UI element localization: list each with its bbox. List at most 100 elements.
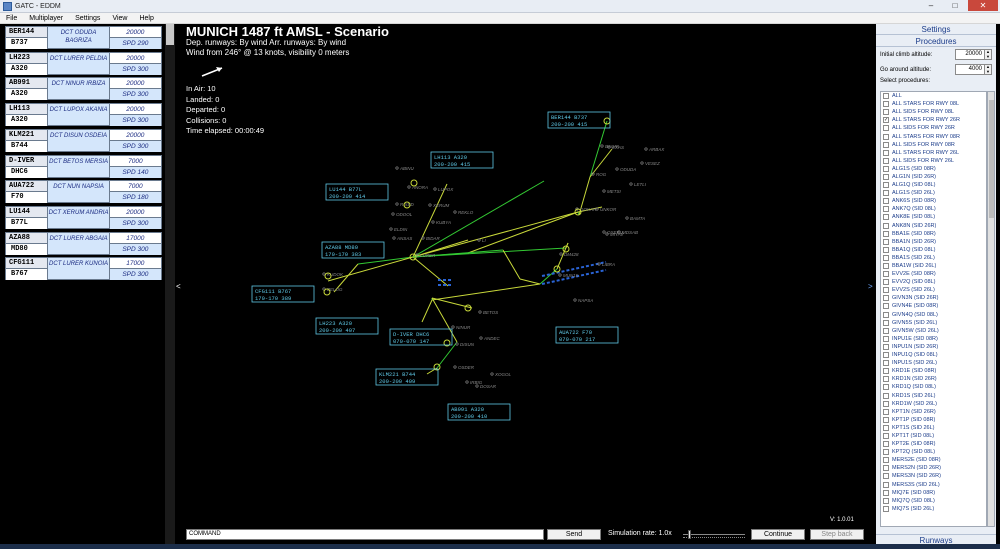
- procedure-checkbox[interactable]: [883, 125, 889, 132]
- menu-help[interactable]: Help: [139, 14, 154, 22]
- procedure-checkbox[interactable]: [883, 222, 889, 229]
- procedure-item[interactable]: ALL SIDS FOR RWY 26R: [881, 124, 986, 132]
- collapse-strips-button[interactable]: <: [176, 282, 181, 291]
- sim-rate-slider[interactable]: [683, 529, 745, 540]
- strip-scrollbar[interactable]: [165, 24, 175, 549]
- menu-settings[interactable]: Settings: [75, 14, 101, 22]
- procedure-item[interactable]: BBA1N (SID 26R): [881, 238, 986, 246]
- procedure-checkbox[interactable]: [883, 295, 889, 302]
- procedure-item[interactable]: MIQ7Q (SID 08L): [881, 497, 986, 505]
- procedure-scrollbar[interactable]: [987, 91, 995, 527]
- procedures-heading[interactable]: Procedures: [876, 36, 996, 47]
- procedure-checkbox[interactable]: [883, 149, 889, 156]
- procedure-checkbox[interactable]: [883, 368, 889, 375]
- procedure-checkbox[interactable]: [883, 432, 889, 439]
- procedure-checkbox[interactable]: [883, 190, 889, 197]
- procedure-checkbox[interactable]: ✓: [883, 117, 889, 124]
- procedure-checkbox[interactable]: [883, 133, 889, 140]
- procedure-item[interactable]: ALL SIDS FOR RWY 08R: [881, 141, 986, 149]
- procedure-item[interactable]: KPT1T (SID 08L): [881, 432, 986, 440]
- procedure-item[interactable]: KPT1S (SID 26L): [881, 424, 986, 432]
- procedure-item[interactable]: EVV2E (SID 08R): [881, 270, 986, 278]
- procedure-checkbox[interactable]: [883, 449, 889, 456]
- procedure-item[interactable]: ALL STARS FOR RWY 08L: [881, 100, 986, 108]
- procedure-item[interactable]: KRD1E (SID 08R): [881, 367, 986, 375]
- procedure-checkbox[interactable]: [883, 319, 889, 326]
- close-button[interactable]: ✕: [968, 0, 998, 11]
- command-input[interactable]: COMMAND: [186, 529, 544, 540]
- procedure-checkbox[interactable]: [883, 408, 889, 415]
- procedure-scrollbar-thumb[interactable]: [989, 100, 994, 218]
- go-around-value[interactable]: 4000: [968, 66, 982, 72]
- procedure-item[interactable]: INPU1N (SID 26R): [881, 343, 986, 351]
- procedure-item[interactable]: ALL: [881, 92, 986, 100]
- procedure-item[interactable]: ALL SIDS FOR RWY 26L: [881, 157, 986, 165]
- spinner-arrows-icon[interactable]: ▲▼: [984, 49, 991, 59]
- procedure-checkbox[interactable]: [883, 465, 889, 472]
- procedure-item[interactable]: GIVN4Q (SID 08L): [881, 311, 986, 319]
- procedure-item[interactable]: ALG1N (SID 26R): [881, 173, 986, 181]
- procedure-item[interactable]: INPU1Q (SID 08L): [881, 351, 986, 359]
- menu-view[interactable]: View: [112, 14, 128, 22]
- procedure-item[interactable]: ANK8E (SID 08L): [881, 213, 986, 221]
- procedure-checkbox[interactable]: [883, 214, 889, 221]
- procedure-item[interactable]: BBA1Q (SID 08L): [881, 246, 986, 254]
- procedure-checkbox[interactable]: [883, 481, 889, 488]
- procedure-checkbox[interactable]: [883, 206, 889, 213]
- procedure-checkbox[interactable]: [883, 165, 889, 172]
- procedure-checkbox[interactable]: [883, 263, 889, 270]
- procedure-item[interactable]: MIQ7S (SID 26L): [881, 505, 986, 513]
- procedure-checkbox[interactable]: [883, 384, 889, 391]
- procedure-item[interactable]: BBA1S (SID 26L): [881, 254, 986, 262]
- procedure-checkbox[interactable]: [883, 441, 889, 448]
- procedure-item[interactable]: ALL STARS FOR RWY 26L: [881, 149, 986, 157]
- procedure-item[interactable]: GIVN3N (SID 26R): [881, 294, 986, 302]
- procedure-checkbox[interactable]: [883, 497, 889, 504]
- procedure-checkbox[interactable]: [883, 93, 889, 100]
- procedure-item[interactable]: BBA1W (SID 26L): [881, 262, 986, 270]
- procedure-item[interactable]: ✓ALL STARS FOR RWY 26R: [881, 116, 986, 124]
- procedure-checkbox[interactable]: [883, 376, 889, 383]
- procedure-checkbox[interactable]: [883, 246, 889, 253]
- procedure-item[interactable]: INPU1E (SID 08R): [881, 335, 986, 343]
- procedure-item[interactable]: KPT1P (SID 08R): [881, 416, 986, 424]
- procedure-checkbox[interactable]: [883, 101, 889, 108]
- procedure-item[interactable]: KRD1Q (SID 08L): [881, 383, 986, 391]
- procedure-checkbox[interactable]: [883, 416, 889, 423]
- runways-tab[interactable]: Runways: [876, 534, 996, 545]
- procedure-item[interactable]: GIVN5S (SID 26L): [881, 319, 986, 327]
- procedure-item[interactable]: KPT1N (SID 26R): [881, 408, 986, 416]
- procedure-item[interactable]: ANK6S (SID 08R): [881, 197, 986, 205]
- procedure-item[interactable]: KRD1S (SID 26L): [881, 391, 986, 399]
- procedure-item[interactable]: ALL SIDS FOR RWY 08L: [881, 108, 986, 116]
- settings-title[interactable]: Settings: [876, 24, 996, 35]
- maximize-button[interactable]: □: [952, 1, 958, 10]
- procedure-item[interactable]: EVV2Q (SID 08L): [881, 278, 986, 286]
- procedure-checkbox[interactable]: [883, 173, 889, 180]
- procedure-item[interactable]: ALG1Q (SID 08L): [881, 181, 986, 189]
- procedure-checkbox[interactable]: [883, 230, 889, 237]
- procedure-checkbox[interactable]: [883, 424, 889, 431]
- procedure-item[interactable]: MERS3S (SID 26L): [881, 481, 986, 489]
- procedure-checkbox[interactable]: [883, 157, 889, 164]
- procedure-item[interactable]: GIVN5W (SID 26L): [881, 327, 986, 335]
- strip-scrollbar-thumb[interactable]: [166, 24, 174, 45]
- procedure-checkbox[interactable]: [883, 271, 889, 278]
- continue-button[interactable]: Continue: [751, 529, 805, 540]
- radar-map[interactable]: EXASBAGRIARBAXODUDAVESEZROGLETLIMETSIGOK…: [182, 24, 867, 527]
- menu-multiplayer[interactable]: Multiplayer: [29, 14, 64, 22]
- procedure-item[interactable]: ALG1S (SID 26L): [881, 189, 986, 197]
- procedure-checkbox[interactable]: [883, 360, 889, 367]
- procedure-item[interactable]: EVV2S (SID 26L): [881, 286, 986, 294]
- procedure-item[interactable]: MERS3N (SID 26R): [881, 472, 986, 480]
- procedure-checkbox[interactable]: [883, 335, 889, 342]
- procedure-item[interactable]: ANK7Q (SID 08L): [881, 205, 986, 213]
- procedure-checkbox[interactable]: [883, 457, 889, 464]
